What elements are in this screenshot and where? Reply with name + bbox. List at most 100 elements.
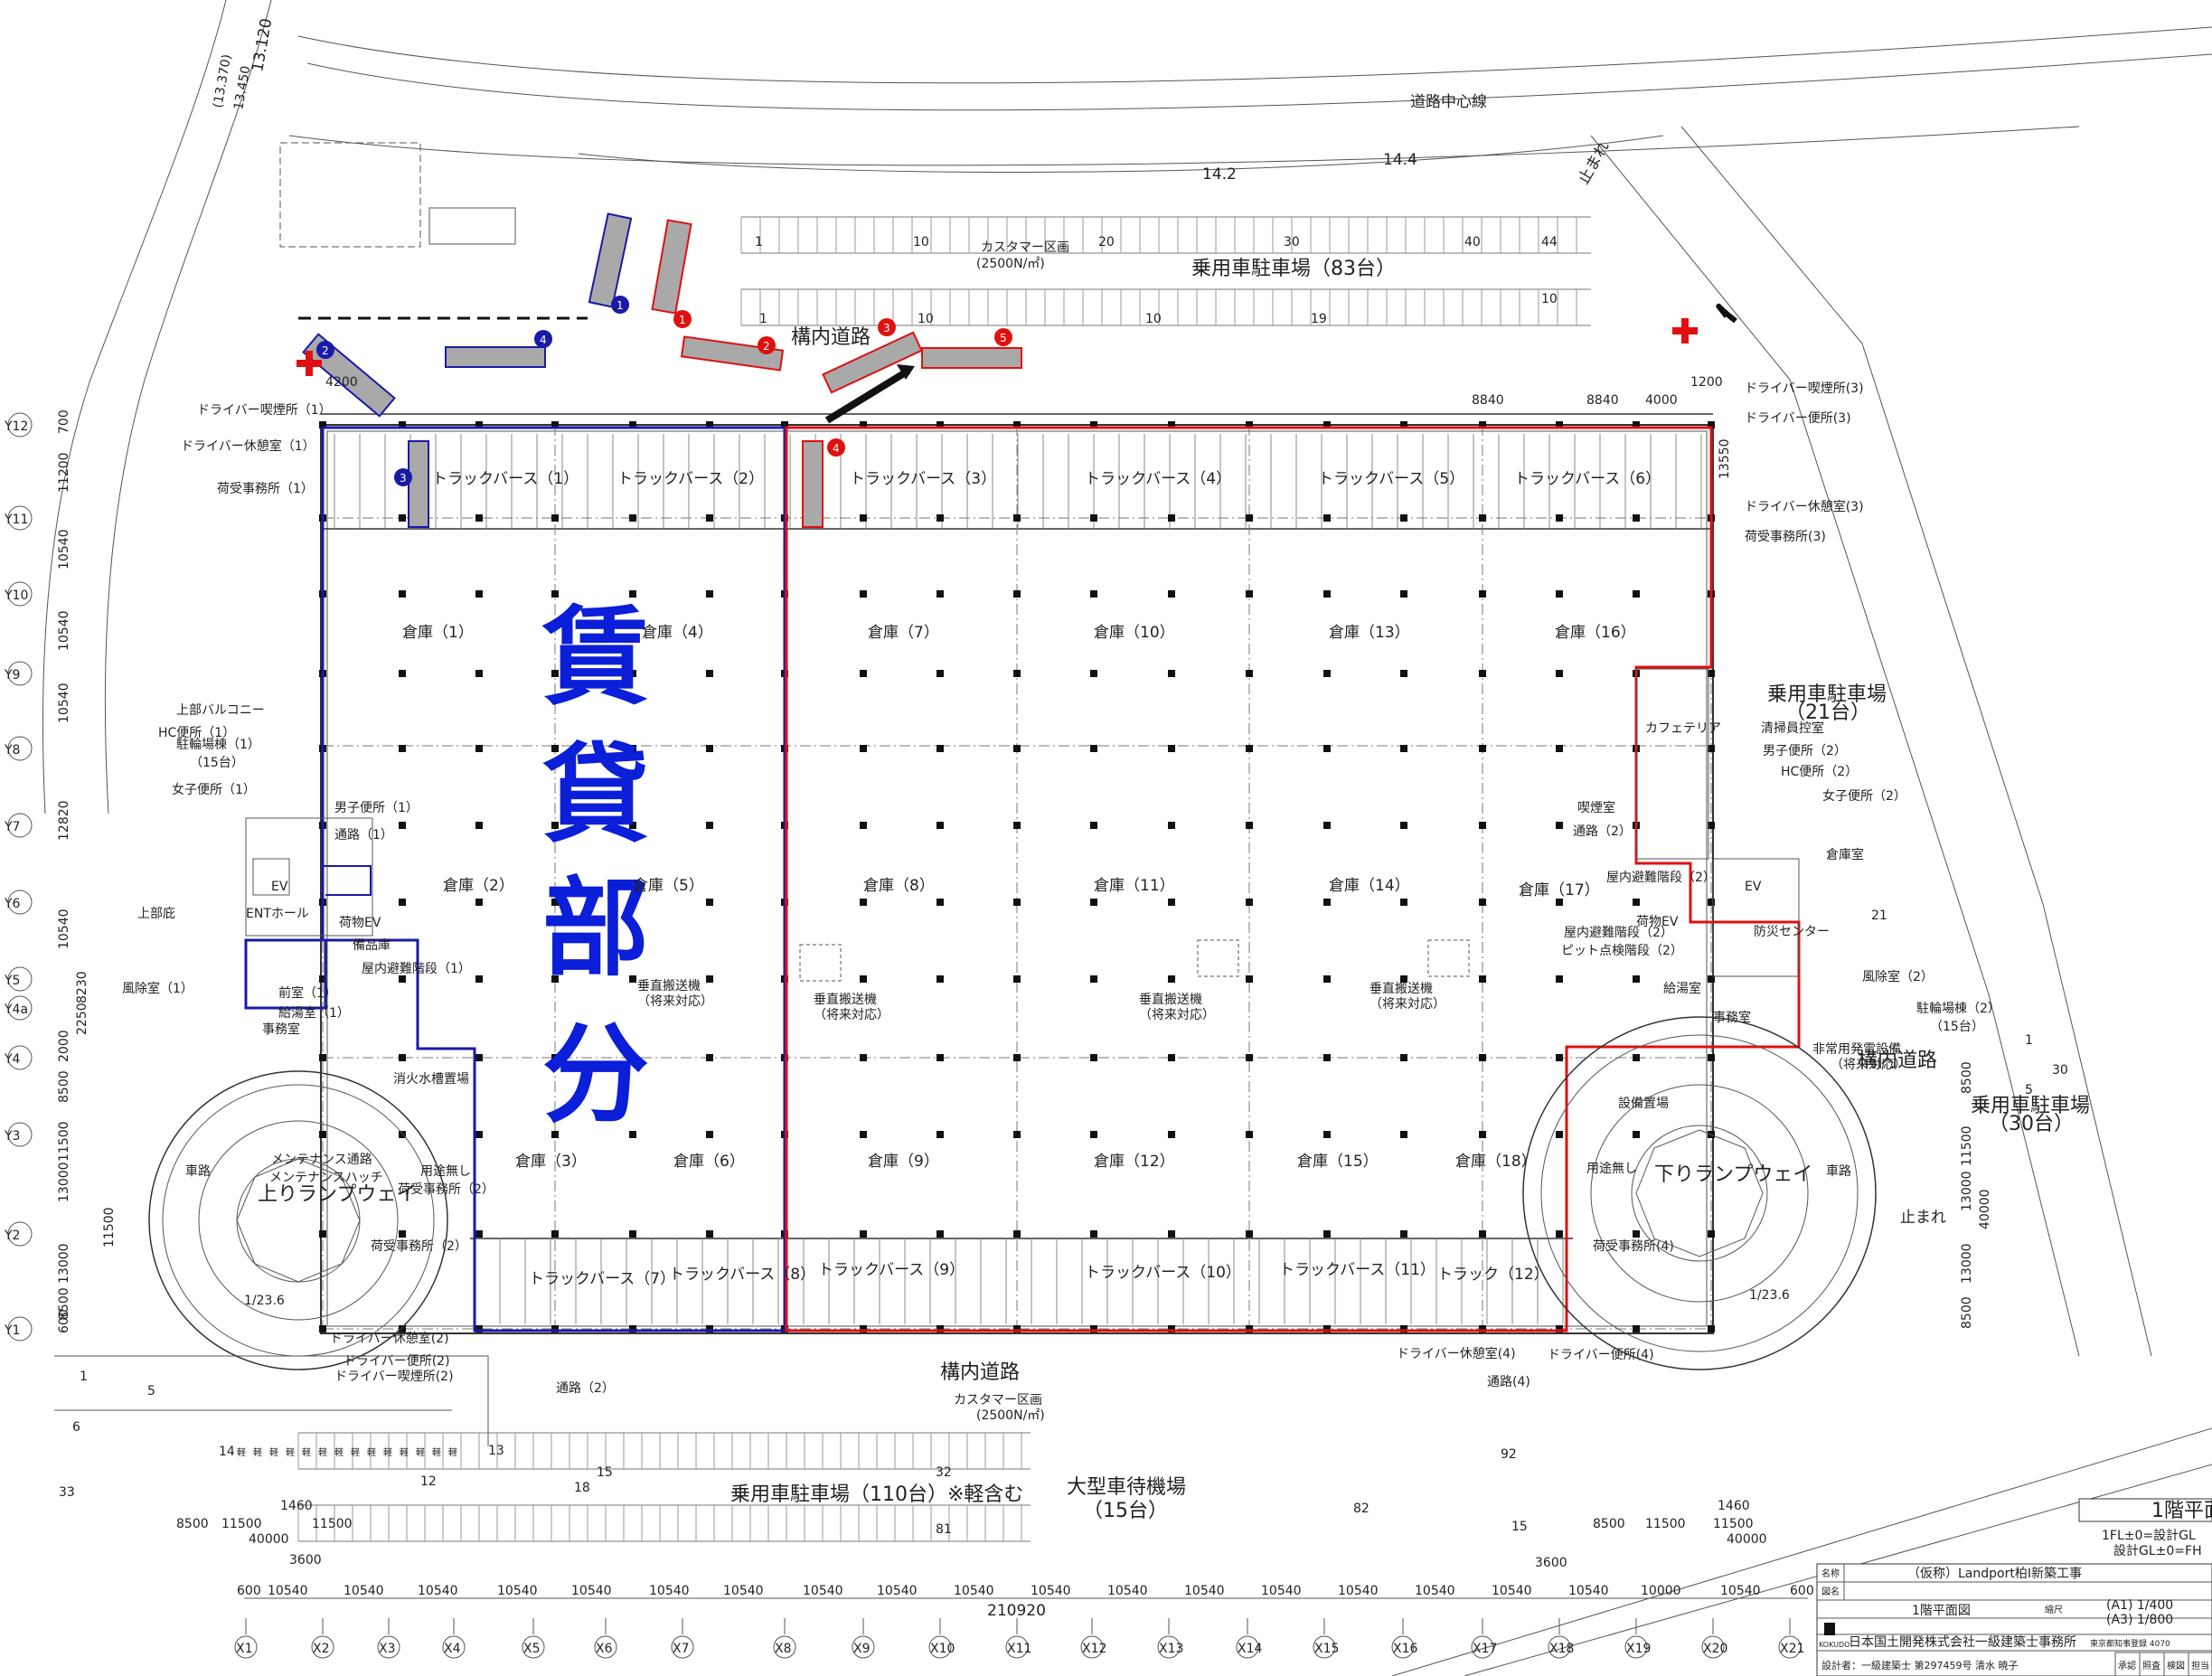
column-marker — [937, 975, 944, 983]
column-marker — [706, 822, 713, 829]
column-marker — [706, 670, 713, 677]
column-marker — [1633, 1230, 1640, 1238]
column-marker — [551, 899, 559, 906]
column-marker — [1090, 421, 1097, 428]
column-marker — [706, 1054, 713, 1061]
kei-marker: 軽 — [383, 1447, 392, 1458]
stall-number: 18 — [574, 1481, 590, 1495]
column-marker — [1479, 899, 1486, 906]
road-level-5: 13.450 — [231, 65, 253, 111]
grid-x-label: X3 — [379, 1642, 396, 1656]
dimension-label: 10540 — [1492, 1584, 1532, 1598]
drawing-name: 1階平面図 — [1912, 1604, 1971, 1618]
svg-text:上りランプウェイ: 上りランプウェイ — [258, 1183, 416, 1206]
right-core: カフェテリア EV 喫煙室 通路（2） 屋内避難階段（2） 荷物EV 屋内避難階… — [1397, 381, 2090, 1389]
column-marker — [1246, 670, 1253, 677]
column-marker — [937, 745, 944, 752]
column-marker — [1246, 745, 1253, 752]
column-marker — [1090, 975, 1097, 983]
dimension-label: 600 — [237, 1584, 261, 1598]
column-marker — [551, 1325, 559, 1332]
column-marker — [1479, 1054, 1486, 1061]
road-level-3: 13.120 — [249, 17, 276, 73]
column-marker — [1479, 745, 1486, 752]
column-marker — [629, 1230, 636, 1238]
grid-x-label: X20 — [1703, 1642, 1727, 1656]
column-marker — [1090, 822, 1097, 829]
svg-text:（将来対応）: （将来対応） — [1139, 1008, 1215, 1022]
column-marker — [1400, 514, 1407, 522]
dimension-label: 8230 — [75, 971, 89, 1003]
kei-marker: 軽 — [286, 1447, 295, 1458]
dimension-label: 10540 — [57, 909, 71, 949]
column-marker — [551, 975, 559, 983]
left-dimensions: 7001120010540105401054012820105408230225… — [57, 410, 117, 1333]
leased-zone-blue — [244, 426, 786, 1332]
column-marker — [1323, 1131, 1331, 1138]
column-marker — [399, 1230, 406, 1238]
column-marker — [551, 590, 559, 598]
svg-text:屋内避難階段（2）: 屋内避難階段（2） — [1606, 871, 1716, 885]
svg-text:1/23.6: 1/23.6 — [244, 1294, 285, 1308]
column-marker — [399, 421, 406, 428]
grid-y-label: Y7 — [4, 820, 20, 834]
dimension-label: 8500 — [1960, 1061, 1974, 1094]
dimension-label: 11500 — [102, 1207, 117, 1248]
stall-number: 6 — [72, 1420, 80, 1435]
column-marker — [399, 1054, 406, 1061]
column-marker — [1708, 1230, 1715, 1238]
column-marker — [1013, 514, 1021, 522]
svg-text:（30台）: （30台） — [1989, 1113, 2074, 1135]
column-marker — [1246, 421, 1253, 428]
column-marker — [1013, 1131, 1021, 1138]
column-marker — [1556, 745, 1563, 752]
grid-x-label: X4 — [444, 1642, 461, 1656]
svg-text:（将来対応）: （将来対応） — [1831, 1058, 1906, 1072]
column-marker — [629, 1131, 636, 1138]
parking-top-label: 乗用車駐車場（83台） — [1191, 258, 1396, 280]
column-marker — [1323, 1230, 1331, 1238]
column-marker — [1633, 421, 1640, 428]
column-marker — [1013, 1054, 1021, 1061]
leased-zone-red — [785, 426, 1801, 1332]
dimension-label: 10540 — [57, 683, 71, 723]
column-marker — [399, 670, 406, 677]
column-marker — [1633, 514, 1640, 522]
grid-y-label: Y2 — [4, 1229, 20, 1243]
svg-text:2: 2 — [763, 340, 770, 353]
column-marker — [1168, 1230, 1175, 1238]
svg-text:乗用車駐車場: 乗用車駐車場 — [1971, 1095, 2090, 1117]
grid-y-label: Y5 — [4, 974, 20, 988]
kei-marker: 軽 — [416, 1447, 425, 1458]
column-marker — [1090, 1131, 1097, 1138]
warehouse-14: 倉庫（14） — [1329, 877, 1410, 895]
truck-berth-3: トラックバース（3） — [850, 470, 996, 488]
warehouse-13: 倉庫（13） — [1329, 624, 1410, 642]
dimension-label: 10540 — [1184, 1584, 1225, 1598]
parking-large-count: （15台） — [1083, 1500, 1168, 1522]
dimension-label: 13000 — [57, 1162, 71, 1202]
truck-berth-8: トラックバース（8） — [669, 1266, 815, 1284]
stall-number: 82 — [1353, 1502, 1370, 1516]
dimension-label: 1460 — [1718, 1499, 1750, 1513]
column-marker — [1246, 975, 1253, 983]
column-marker — [1708, 745, 1715, 752]
customer-load-bottom: (2500N/㎡) — [976, 1408, 1045, 1423]
dimension-label: 10540 — [344, 1584, 384, 1598]
svg-text:事務室: 事務室 — [1713, 1010, 1751, 1025]
svg-text:1: 1 — [679, 314, 686, 326]
grid-y-label: Y4a — [4, 1003, 28, 1017]
svg-text:垂直搬送機: 垂直搬送機 — [1370, 981, 1433, 996]
column-marker — [399, 1131, 406, 1138]
column-marker — [399, 899, 406, 906]
column-marker — [781, 421, 788, 428]
dimension-label: 3600 — [1535, 1556, 1567, 1570]
stall-number: 30 — [1284, 235, 1300, 250]
dimension-label: 10540 — [1415, 1584, 1455, 1598]
truck-berth-10: トラックバース（10） — [1085, 1264, 1241, 1282]
column-marker — [475, 1131, 483, 1138]
svg-text:4: 4 — [540, 334, 547, 346]
column-marker — [1556, 590, 1563, 598]
kei-marker: 軽 — [253, 1447, 262, 1458]
column-marker — [1013, 975, 1021, 983]
